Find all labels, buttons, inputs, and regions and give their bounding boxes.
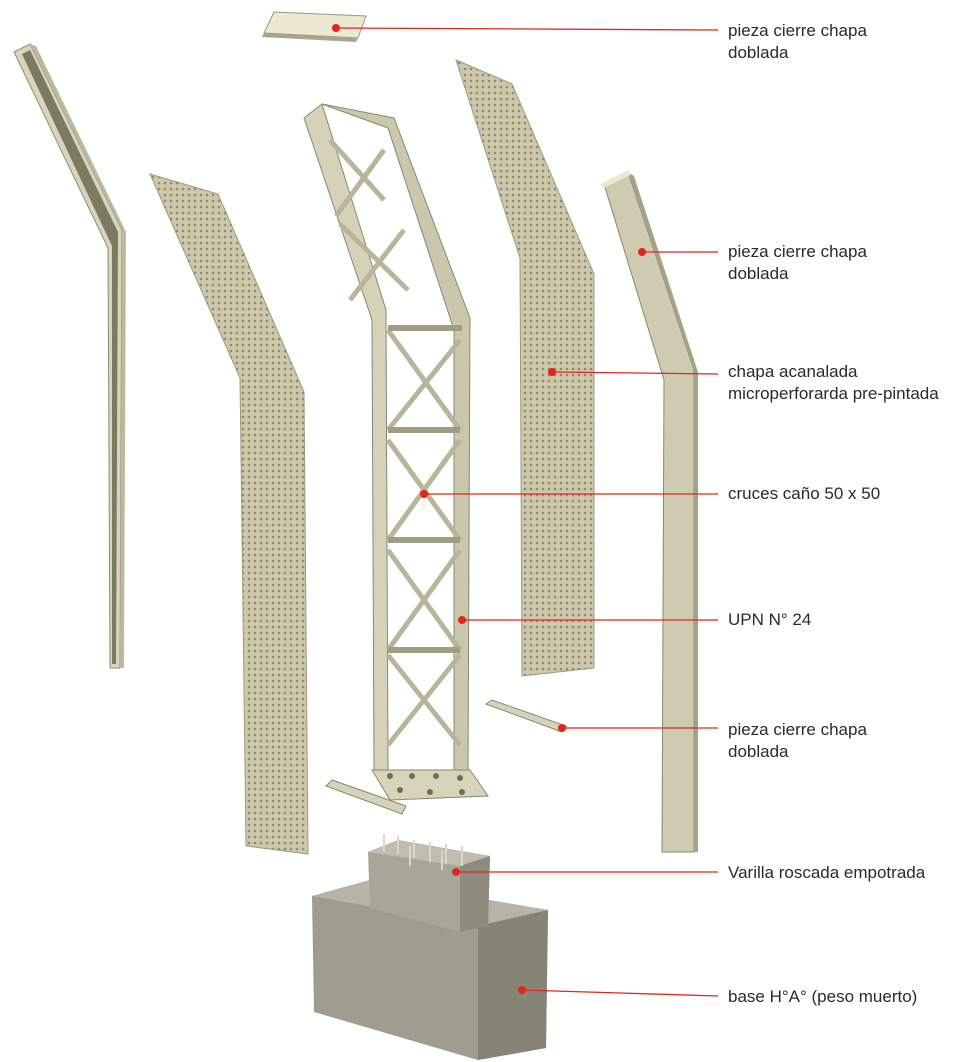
label-line: cruces caño 50 x 50 [728,484,881,503]
label-line: doblada [728,43,789,62]
label-line: doblada [728,264,789,283]
label-line: chapa acanalada [728,362,858,381]
label-threaded-rods: Varilla roscada empotrada [728,862,925,884]
threaded-rods [383,834,463,870]
leader-dot-perforated-panel [548,368,556,376]
label-line: pieza cierre chapa [728,21,867,40]
concrete-base [312,840,548,1060]
leader-dots [332,24,646,994]
label-line: base H°A° (peso muerto) [728,987,918,1006]
label-line: UPN N° 24 [728,610,812,629]
label-perforated-panel: chapa acanalada microperforarda pre-pint… [728,361,939,405]
leader-dot-upn-chord [458,616,466,624]
bottom-left-closing-piece [325,779,407,815]
leader-dot-top-closing-piece [332,24,340,32]
right-perforated-panel [455,59,595,677]
leader-line-top-closing-piece [335,27,719,31]
label-cross-bracing: cruces caño 50 x 50 [728,483,880,505]
bottom-right-closing-piece [484,699,567,733]
leader-dot-right-closing-piece [638,248,646,256]
label-line: pieza cierre chapa [728,242,867,261]
right-bent-closing-piece [600,170,698,853]
leader-dot-concrete-base [518,986,526,994]
leader-line-concrete-base [521,989,719,997]
leader-lines [335,27,719,997]
central-truss-column [303,103,489,801]
label-concrete-base: base H°A° (peso muerto) [728,986,917,1008]
left-perforated-panel [149,173,309,855]
leader-dot-threaded-rods [452,868,460,876]
leader-dot-bottom-closing-piece [558,724,566,732]
label-bottom-closing-piece: pieza cierre chapa doblada [728,719,867,763]
label-line: doblada [728,742,789,761]
leader-line-perforated-panel [551,371,719,375]
label-upn-chord: UPN N° 24 [728,609,811,631]
label-line: Varilla roscada empotrada [728,863,926,882]
left-bent-channel [13,43,126,669]
label-right-closing-piece: pieza cierre chapa doblada [728,241,867,285]
leader-dot-cross-bracing [420,490,428,498]
top-closing-piece [262,11,367,42]
label-top-closing-piece: pieza cierre chapa doblada [728,20,867,64]
label-line: pieza cierre chapa [728,720,867,739]
label-line: microperforarda pre-pintada [728,384,939,403]
